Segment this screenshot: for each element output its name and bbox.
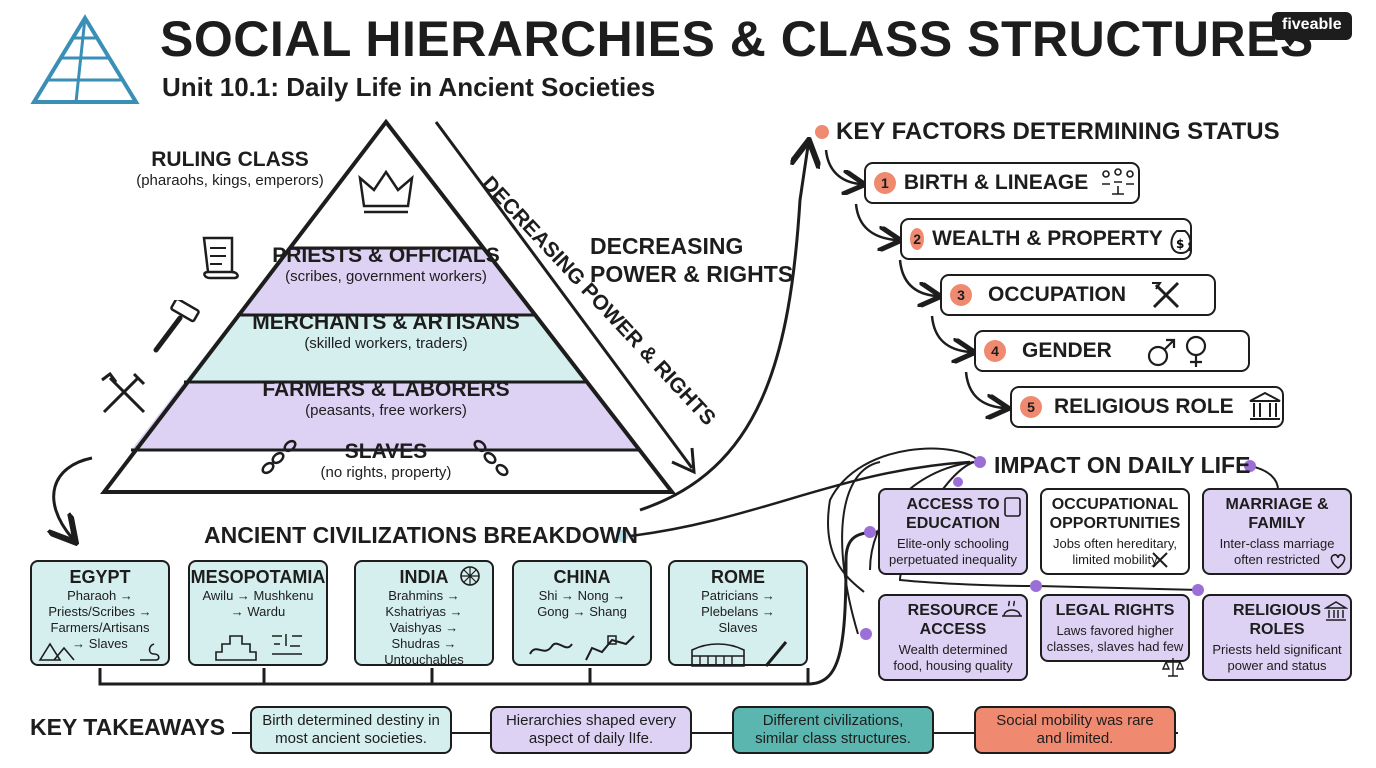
- hammer-icon: [153, 300, 200, 353]
- money-bag-icon: $: [1170, 230, 1190, 255]
- civ-mesopotamia: MESOPOTAMIA Awilu → Mushkenu → Wardu: [188, 560, 328, 666]
- gender-symbols-icon: [1147, 335, 1206, 367]
- takeaway-2: Hierarchies shaped every aspect of daily…: [490, 706, 692, 754]
- colosseum-icon: [691, 641, 788, 667]
- factor-birth: 1 BIRTH & LINEAGE: [864, 162, 1140, 204]
- page-title: SOCIAL HIERARCHIES & CLASS STRUCTURES: [160, 11, 1314, 67]
- decreasing-arrow: [434, 121, 696, 475]
- broken-chain-icon: [473, 439, 509, 477]
- factor-wealth: 2 WEALTH & PROPERTY $: [900, 218, 1192, 260]
- scroll-icon: [202, 236, 239, 280]
- factor-religious: 5 RELIGIOUS ROLE: [1010, 386, 1284, 428]
- tools-small-icon: [1152, 552, 1168, 568]
- bread-icon: [1002, 600, 1022, 617]
- impact-legal: LEGAL RIGHTS Laws favored higher classes…: [1040, 594, 1190, 662]
- civ-india: INDIA Brahmins → Kshatriyas → Vaishyas →…: [354, 560, 494, 667]
- page-subtitle: Unit 10.1: Daily Life in Ancient Societi…: [162, 72, 656, 102]
- dragon-great-wall-icon: [529, 635, 635, 661]
- factor-occupation: 3 OCCUPATION: [940, 274, 1216, 316]
- ziggurat-icon: [215, 634, 302, 661]
- factor-gender: 4 GENDER: [974, 330, 1250, 372]
- temple-small-icon: [1324, 601, 1348, 621]
- tier-merchants: MERCHANTS & ARTISANS (skilled workers, t…: [252, 311, 520, 352]
- impact-resource: RESOURCE ACCESS Wealth determined food, …: [878, 594, 1028, 681]
- impact-education: ACCESS TO EDUCATION Elite-only schooling…: [878, 488, 1028, 575]
- social-pyramid: [100, 118, 677, 494]
- broken-chain-icon: [261, 439, 297, 475]
- impact-marriage: MARRIAGE & FAMILY Inter-class marriage o…: [1202, 488, 1352, 575]
- brand-logo: fiveable: [1272, 12, 1352, 47]
- heart-icon: [1330, 553, 1346, 570]
- egypt-pyramids-icon: [38, 642, 75, 661]
- tools-icon: [1152, 281, 1180, 309]
- impact-occupational: OCCUPATIONAL OPPORTUNITIES Jobs often he…: [1040, 488, 1190, 575]
- ruling-class-label: RULING CLASS (pharaohs, kings, emperors): [136, 148, 324, 189]
- key-factors-dot: [815, 125, 829, 139]
- crown-icon: [358, 169, 414, 214]
- takeaway-4: Social mobility was rare and limited.: [974, 706, 1176, 754]
- pyramid-logo-icon: [30, 14, 140, 104]
- farm-tools-icon: [101, 371, 146, 414]
- civ-china: CHINA Shi → Nong → Gong → Shang: [512, 560, 652, 666]
- takeaway-3: Different civilizations, similar class s…: [732, 706, 934, 754]
- takeaways-heading: KEY TAKEAWAYS: [30, 714, 226, 740]
- impact-heading: IMPACT ON DAILY LIFE: [994, 452, 1251, 478]
- key-factors-heading: KEY FACTORS DETERMINING STATUS: [836, 118, 1280, 145]
- book-icon: [1004, 497, 1021, 517]
- svg-text:$: $: [1176, 237, 1184, 251]
- decreasing-label: DECREASING POWER & RIGHTS: [590, 233, 794, 287]
- tier-farmers: FARMERS & LABORERS (peasants, free worke…: [262, 378, 510, 419]
- civ-rome: ROME Patricians → Plebelans → Slaves: [668, 560, 808, 667]
- takeaway-1: Birth determined destiny in most ancient…: [250, 706, 452, 754]
- dharma-wheel-icon: [460, 566, 480, 586]
- tier-priests: PRIESTS & OFFICIALS (scribes, government…: [272, 244, 500, 285]
- egypt-cobra-icon: [140, 643, 160, 661]
- temple-icon: [1249, 391, 1281, 420]
- scales-icon: [1162, 658, 1184, 677]
- family-icon: [1102, 168, 1135, 195]
- civilizations-heading: ANCIENT CIVILIZATIONS BREAKDOWN: [204, 522, 639, 548]
- civ-dot: [616, 530, 628, 542]
- tier-slaves: SLAVES (no rights, property): [320, 440, 452, 481]
